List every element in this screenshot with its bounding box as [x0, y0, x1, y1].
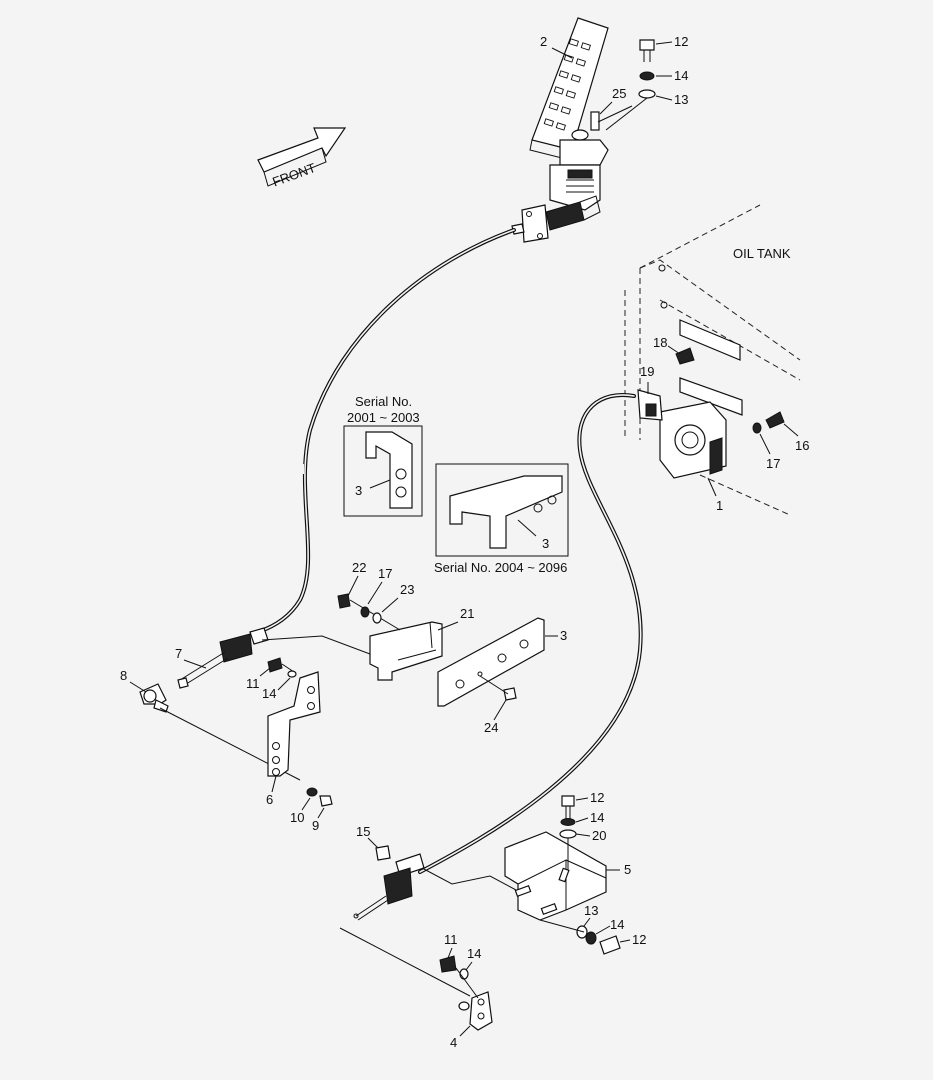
washer-17-right: [752, 422, 762, 434]
callout-20: 20: [592, 828, 606, 843]
callout-10: 10: [290, 810, 304, 825]
callout-14-top: 14: [590, 810, 604, 825]
bolt-18: [675, 347, 695, 365]
callout-7: 7: [175, 646, 182, 661]
callout-11-upper: 11: [246, 676, 260, 691]
callouts: 1 2 3 4 5 6 7 8 9 10 11 12 14 13 25 14 1…: [120, 34, 809, 1050]
serial-box-2-part: 3: [542, 536, 549, 551]
callout-18: 18: [653, 335, 667, 350]
washer-14-low: [585, 931, 597, 945]
nut-24: [479, 675, 517, 701]
callout-17-right: 17: [766, 456, 780, 471]
nut-15: [375, 845, 391, 861]
serial-box-1-line1: Serial No.: [355, 394, 412, 409]
callout-13-pedal: 13: [674, 92, 688, 107]
callout-1: 1: [716, 498, 723, 513]
front-arrow: FRONT: [257, 127, 347, 189]
bolt-12-top: [561, 795, 575, 820]
callout-16: 16: [795, 438, 809, 453]
serial-box-2: 3 Serial No. 2004 ~ 2096: [434, 463, 569, 575]
callout-15: 15: [356, 824, 370, 839]
callout-14-lower: 14: [467, 946, 481, 961]
lever-bracket: [267, 671, 321, 777]
callout-23: 23: [400, 582, 414, 597]
callout-12-low: 12: [632, 932, 646, 947]
serial-box-1: Serial No. 2001 ~ 2003 3: [343, 394, 423, 517]
washer-17-mid: [360, 606, 370, 618]
callout-21: 21: [460, 606, 474, 621]
callout-14-upper: 14: [262, 686, 276, 701]
washer-14-pedal: [639, 71, 655, 81]
callout-12-pedal: 12: [674, 34, 688, 49]
callout-19: 19: [640, 364, 654, 379]
oil-tank: OIL TANK: [624, 204, 801, 516]
washer-13-pedal: [605, 89, 656, 131]
callout-14-pedal: 14: [674, 68, 688, 83]
washer-14-top: [560, 818, 576, 826]
accelerator-cable: [256, 228, 516, 634]
callout-5: 5: [624, 862, 631, 877]
bolt-11-lower: [439, 955, 457, 973]
callout-6: 6: [266, 792, 273, 807]
callout-25: 25: [612, 86, 626, 101]
serial-box-2-caption: Serial No. 2004 ~ 2096: [434, 560, 567, 575]
washer-13-low: [576, 925, 588, 939]
pivot-pin: [597, 105, 633, 123]
callout-3: 3: [560, 628, 567, 643]
bolt-12-low: [539, 919, 621, 955]
nut-10: [306, 787, 318, 797]
callout-8: 8: [120, 668, 127, 683]
callout-12-top: 12: [590, 790, 604, 805]
washer-23: [372, 612, 382, 624]
oil-tank-label: OIL TANK: [733, 246, 791, 261]
washer-14-lower: [455, 967, 479, 999]
callout-4: 4: [450, 1035, 457, 1050]
callout-2: 2: [540, 34, 547, 49]
callout-11-lower: 11: [444, 932, 458, 947]
governor-unit: [637, 389, 727, 479]
bracket-5: [504, 831, 607, 921]
bolt-16: [765, 411, 785, 429]
serial-box-1-part: 3: [355, 483, 362, 498]
governor-cable: [418, 393, 643, 874]
serial-box-1-line2: 2001 ~ 2003: [347, 410, 420, 425]
lower-cable-end: [339, 853, 517, 997]
bracket-21: [369, 621, 443, 681]
plate-3: [437, 617, 545, 707]
bolt-12-pedal: [639, 39, 655, 62]
callout-24: 24: [484, 720, 498, 735]
bolt-11-upper: [267, 657, 297, 678]
lever-4: [458, 991, 493, 1031]
leader-7-21: [261, 635, 371, 655]
callout-17-mid: 17: [378, 566, 392, 581]
callout-13-low: 13: [584, 903, 598, 918]
callout-9: 9: [312, 818, 319, 833]
callout-22: 22: [352, 560, 366, 575]
nut-9: [319, 795, 333, 807]
callout-14-low: 14: [610, 917, 624, 932]
